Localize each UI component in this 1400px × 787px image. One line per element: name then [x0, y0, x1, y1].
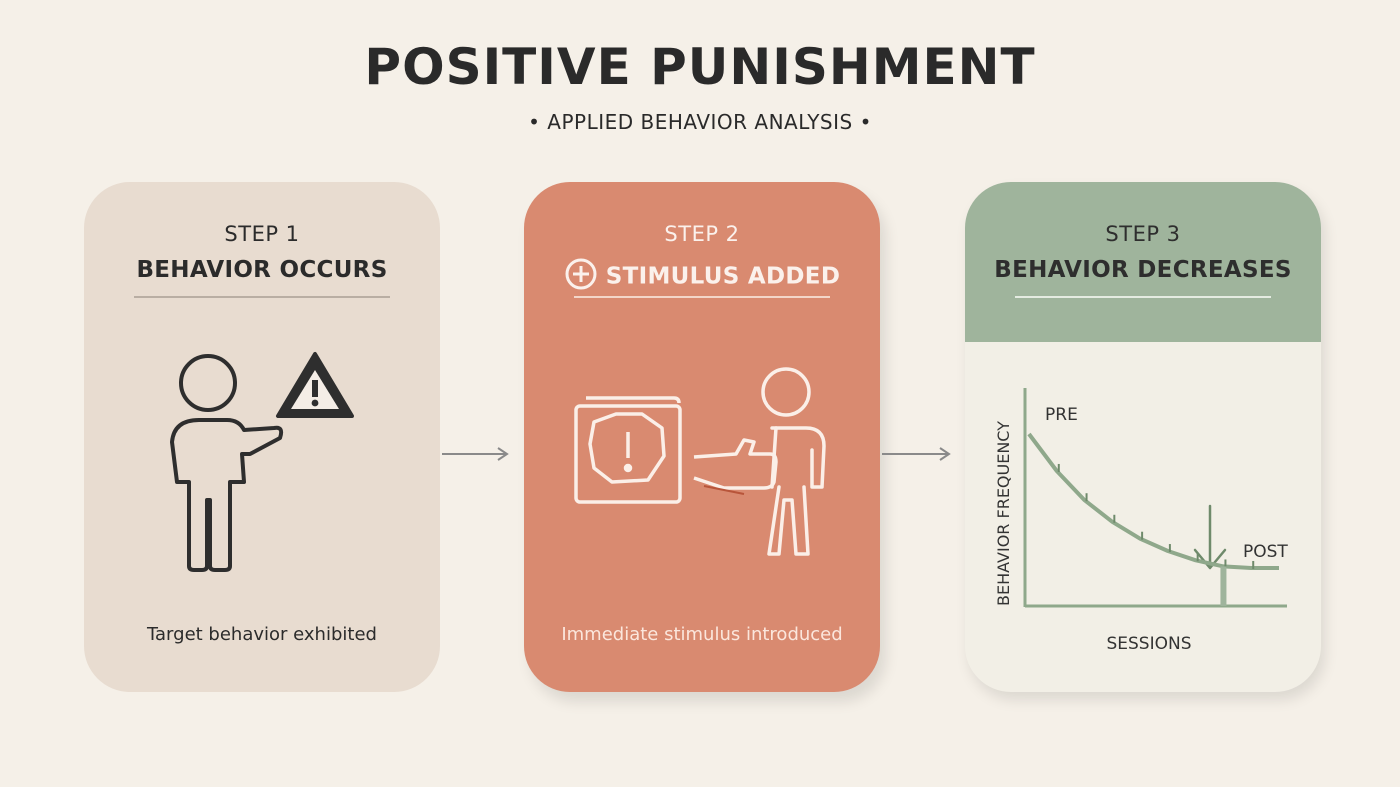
step-1-divider [134, 296, 390, 298]
alert-box-icon [574, 396, 682, 504]
down-arrow-icon [1193, 504, 1227, 570]
step-2-caption: Immediate stimulus introduced [561, 624, 843, 645]
plus-circle-icon [564, 257, 598, 297]
step-1-card: STEP 1 BEHAVIOR OCCURS Target behavior e… [84, 182, 440, 692]
page-title: POSITIVE PUNISHMENT [364, 38, 1036, 96]
warning-triangle-icon [276, 352, 354, 418]
x-axis-label: SESSIONS [1106, 634, 1191, 654]
step-1-label: STEP 1 [224, 222, 300, 246]
frequency-chart: BEHAVIOR FREQUENCY SESSIONS PRE POST [994, 388, 1288, 654]
person-icon [170, 354, 284, 572]
step-3-title: BEHAVIOR DECREASES [994, 257, 1292, 283]
step-2-card: STEP 2 STIMULUS ADDED Imme [524, 182, 880, 692]
step-2-illustration [574, 367, 826, 556]
step-3-label: STEP 3 [1105, 222, 1181, 246]
behavior-curve [1027, 432, 1279, 570]
y-axis-label: BEHAVIOR FREQUENCY [994, 421, 1013, 606]
step-2-title: STIMULUS ADDED [605, 263, 841, 290]
pre-annotation: PRE [1045, 405, 1078, 425]
step-1-illustration [170, 352, 354, 572]
pointing-hand-icon [693, 438, 778, 495]
step-3-header [965, 182, 1321, 342]
step-1-caption: Target behavior exhibited [147, 624, 377, 645]
post-annotation: POST [1243, 542, 1288, 562]
page-subtitle: • APPLIED BEHAVIOR ANALYSIS • [528, 110, 872, 134]
step-3-card: STEP 3 BEHAVIOR DECREASES BEHAVIOR FREQU… [965, 182, 1321, 692]
step-1-title: BEHAVIOR OCCURS [136, 257, 388, 283]
person-icon [761, 367, 826, 556]
post-marker [1220, 566, 1227, 606]
flow-arrow-2 [882, 447, 951, 461]
flow-arrow-1 [442, 447, 509, 461]
step-2-title-row: STIMULUS ADDED [524, 257, 880, 297]
step-2-label: STEP 2 [664, 222, 740, 246]
step-3-divider [1015, 296, 1271, 298]
step-2-divider [574, 296, 830, 298]
